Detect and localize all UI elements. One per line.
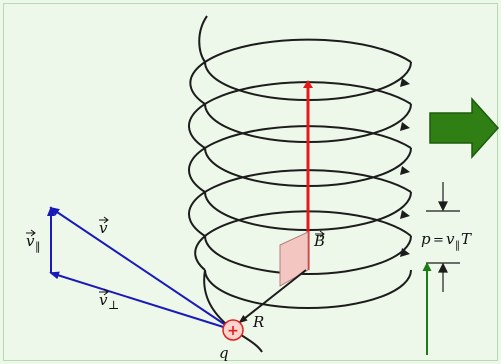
helix-direction-arrow: [400, 122, 410, 131]
orbit-plane: [279, 231, 309, 287]
svg-text:v: v: [26, 232, 35, 250]
svg-text:B: B: [313, 232, 325, 250]
svg-text:‖: ‖: [35, 240, 41, 254]
charge-particle: +: [222, 319, 244, 341]
parallel-velocity-label: v ‖: [26, 229, 41, 254]
helix-direction-arrow: [400, 78, 410, 87]
svg-text:v: v: [446, 230, 455, 248]
perpendicular-velocity-vector: [49, 271, 234, 331]
perpendicular-velocity-label: v ⊥: [99, 288, 119, 312]
svg-text:v: v: [99, 291, 108, 309]
helix-lead-in: [198, 15, 208, 63]
helix-loop-front: [204, 269, 412, 309]
svg-text:p: p: [421, 230, 431, 248]
helix-loop-back: [187, 125, 412, 193]
helix-loop-back: [194, 210, 412, 271]
svg-text:⊥: ⊥: [108, 298, 119, 312]
pitch-dimension: [426, 182, 460, 292]
helix-direction-arrow: [400, 210, 410, 219]
right-arrow-icon[interactable]: [429, 97, 500, 159]
svg-text:T: T: [461, 230, 472, 248]
diagram-frame: [3, 3, 498, 361]
pitch-formula: p = v ‖ T: [421, 230, 472, 251]
svg-text:v: v: [99, 219, 108, 237]
radius-label: R: [252, 313, 264, 331]
svg-text:‖: ‖: [455, 240, 460, 251]
helix-loop-front: [204, 235, 412, 275]
radius-vector: [238, 269, 307, 324]
helix-direction-arrow: [400, 248, 410, 257]
helix-loop-back: [189, 38, 412, 105]
helix-loop-back: [187, 169, 412, 237]
svg-text:+: +: [227, 323, 239, 339]
svg-text:=: =: [433, 233, 444, 248]
velocity-label: v: [99, 216, 109, 237]
helix-loop-back: [187, 81, 412, 149]
charge-label: q: [219, 344, 229, 362]
velocity-vector: [49, 206, 234, 331]
field-label: B: [313, 230, 325, 250]
helix-direction-arrow: [400, 166, 410, 175]
